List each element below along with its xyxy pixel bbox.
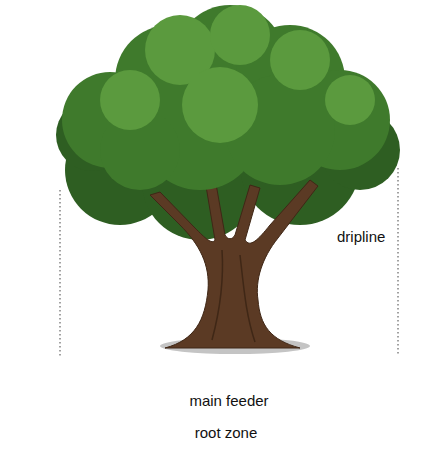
dripline-label: dripline — [337, 228, 385, 245]
root-zone-ellipse: root zone main feeder — [15, 265, 437, 452]
ellipse-outline — [15, 265, 437, 452]
trunk — [150, 178, 318, 348]
ellipse-line — [16, 266, 437, 452]
canopy-mid — [62, 5, 390, 190]
zone-label: root zone — [195, 424, 258, 441]
ellipse-line — [61, 284, 398, 421]
dripline-guide — [60, 190, 61, 356]
canopy-light — [100, 5, 375, 143]
dripline-guide — [398, 168, 399, 356]
zone-label: main feeder — [189, 392, 268, 409]
feeder-ellipse: main feeder — [60, 283, 398, 421]
trunk-shading — [212, 250, 255, 342]
